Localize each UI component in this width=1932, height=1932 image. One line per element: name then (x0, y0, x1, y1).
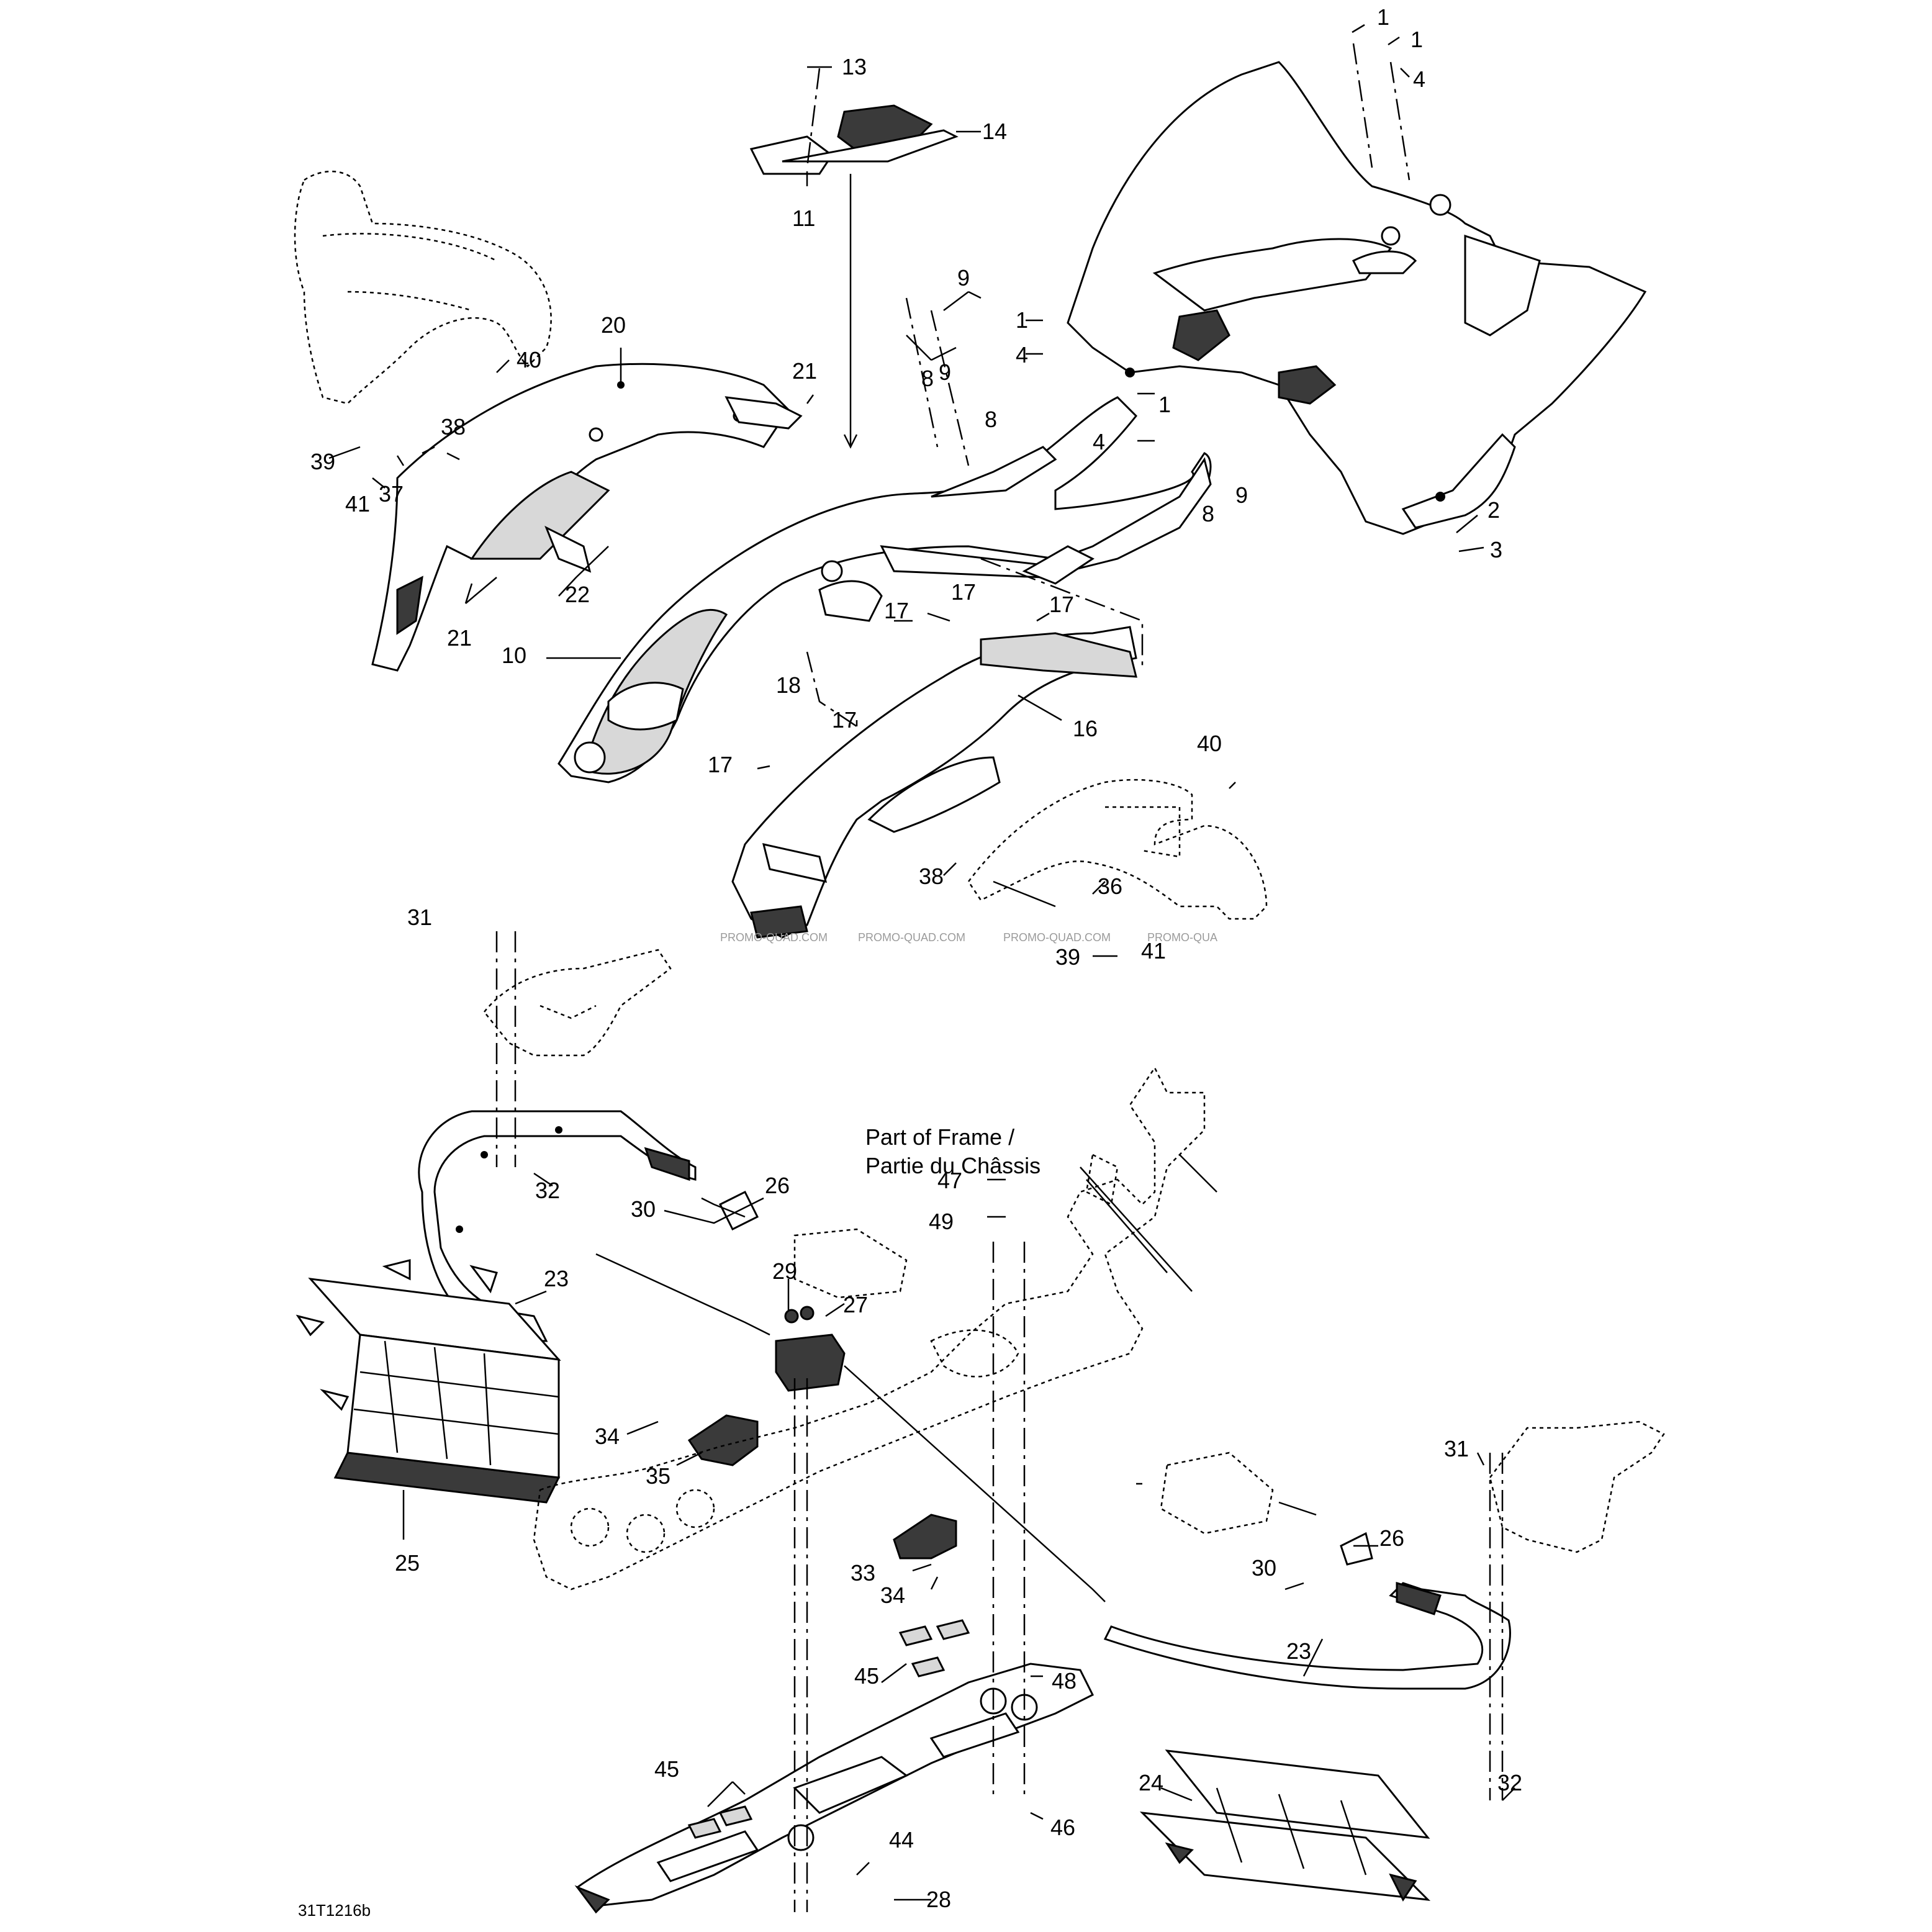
top-trim-parts (749, 104, 959, 175)
left-foot-net (296, 1259, 561, 1504)
callout-23a: 23 (544, 1266, 569, 1291)
callout-17b: 17 (951, 579, 976, 605)
callout-23b: 23 (1286, 1638, 1311, 1664)
callout-17d: 17 (832, 707, 857, 733)
central-body-panel (557, 396, 1212, 783)
callout-14: 14 (982, 119, 1007, 144)
callout-41b: 41 (1141, 938, 1166, 964)
right-bracket-33 (893, 1514, 957, 1560)
callout-48: 48 (1052, 1668, 1077, 1694)
left-bracket-35 (687, 1414, 759, 1466)
callout-45a: 45 (854, 1663, 879, 1689)
callout-40b: 40 (1197, 731, 1222, 756)
callout-44: 44 (889, 1827, 914, 1853)
frame-note-line1: Part of Frame / (865, 1124, 1014, 1150)
right-foot-net (1139, 1749, 1431, 1902)
callout-21a: 21 (792, 358, 817, 384)
callout-9a: 9 (957, 265, 970, 291)
right-nerf-bar (1103, 1582, 1511, 1690)
callout-18: 18 (776, 672, 801, 698)
ghost-fender-middle-right (967, 779, 1268, 920)
watermark-1: PROMO-QUAD.COM (720, 931, 828, 944)
leader-lines (328, 24, 1515, 1912)
callout-37: 37 (379, 481, 404, 507)
figure-id: 31T1216b (298, 1901, 371, 1920)
callout-39a: 39 (310, 449, 335, 474)
callout-9b: 9 (939, 359, 951, 385)
callout-22: 22 (565, 582, 590, 607)
ghost-bracket-right (1489, 1420, 1665, 1553)
rear-cargo-panel (1067, 61, 1647, 535)
callout-32b: 32 (1497, 1770, 1522, 1795)
callout-49: 49 (929, 1209, 954, 1234)
callout-17e: 17 (708, 752, 733, 777)
pads-45 (687, 1619, 970, 1839)
callout-16: 16 (1073, 716, 1098, 741)
callout-30b: 30 (1252, 1555, 1276, 1581)
callout-8b: 8 (985, 407, 997, 432)
mount-block (775, 1306, 846, 1392)
lower-footwell-panel (731, 626, 1137, 939)
callout-13: 13 (842, 54, 867, 79)
callout-29: 29 (772, 1258, 797, 1284)
callout-17a: 17 (884, 598, 909, 623)
callout-4b: 4 (1016, 342, 1028, 368)
callout-34b: 34 (880, 1582, 905, 1608)
callout-34a: 34 (595, 1424, 620, 1449)
callout-25: 25 (395, 1550, 420, 1576)
callout-8c: 8 (1202, 501, 1214, 526)
callout-41a: 41 (345, 491, 370, 517)
frame-note: Part of Frame / Partie du Châssis (865, 1124, 1040, 1178)
callout-1a: 1 (1377, 4, 1389, 30)
callout-32a: 32 (535, 1178, 560, 1203)
callout-26a: 26 (765, 1173, 790, 1198)
callout-11: 11 (792, 205, 815, 231)
frame-note-line2: Partie du Châssis (865, 1153, 1040, 1178)
callout-8a: 8 (921, 366, 934, 391)
callout-27: 27 (843, 1292, 868, 1317)
callout-38b: 38 (919, 864, 944, 889)
callout-31a: 31 (407, 905, 432, 930)
callout-2: 2 (1487, 497, 1500, 523)
callout-36: 36 (1098, 873, 1122, 899)
callout-21b: 21 (447, 625, 472, 651)
callout-46: 46 (1050, 1815, 1075, 1840)
callout-4a: 4 (1413, 66, 1425, 92)
callout-30a: 30 (631, 1196, 656, 1222)
callout-33: 33 (851, 1560, 875, 1586)
callout-9c: 9 (1235, 482, 1248, 508)
callout-31b: 31 (1444, 1436, 1469, 1461)
callout-47: 47 (937, 1168, 962, 1193)
ghost-bracket-left (483, 949, 672, 1057)
callout-20: 20 (601, 312, 626, 338)
right-footpeg (1160, 1451, 1373, 1566)
watermark-2: PROMO-QUAD.COM (858, 931, 965, 944)
ghost-fender-top-left (294, 170, 552, 405)
callout-10: 10 (502, 643, 526, 668)
callout-1d: 1 (1158, 392, 1171, 417)
left-footpeg (718, 1190, 908, 1299)
callout-1b: 1 (1411, 27, 1423, 52)
callout-26b: 26 (1379, 1525, 1404, 1551)
callout-1c: 1 (1016, 307, 1028, 333)
callout-40a: 40 (517, 347, 541, 372)
watermark-row: PROMO-QUAD.COM PROMO-QUAD.COM PROMO-QUAD… (720, 931, 1217, 944)
callout-24: 24 (1139, 1770, 1163, 1795)
callout-45b: 45 (654, 1756, 679, 1782)
watermark-4: PROMO-QUA (1147, 931, 1217, 944)
callout-4c: 4 (1093, 429, 1105, 454)
callout-38a: 38 (441, 414, 466, 440)
callout-17c: 17 (1049, 592, 1074, 617)
callout-35: 35 (646, 1463, 670, 1489)
callout-28: 28 (926, 1887, 951, 1912)
ghost-frame (533, 1066, 1206, 1591)
callout-3: 3 (1490, 537, 1502, 562)
rear-left-fender (371, 363, 803, 672)
skid-plate (574, 1663, 1095, 1914)
callout-39b: 39 (1055, 944, 1080, 970)
watermark-3: PROMO-QUAD.COM (1003, 931, 1111, 944)
